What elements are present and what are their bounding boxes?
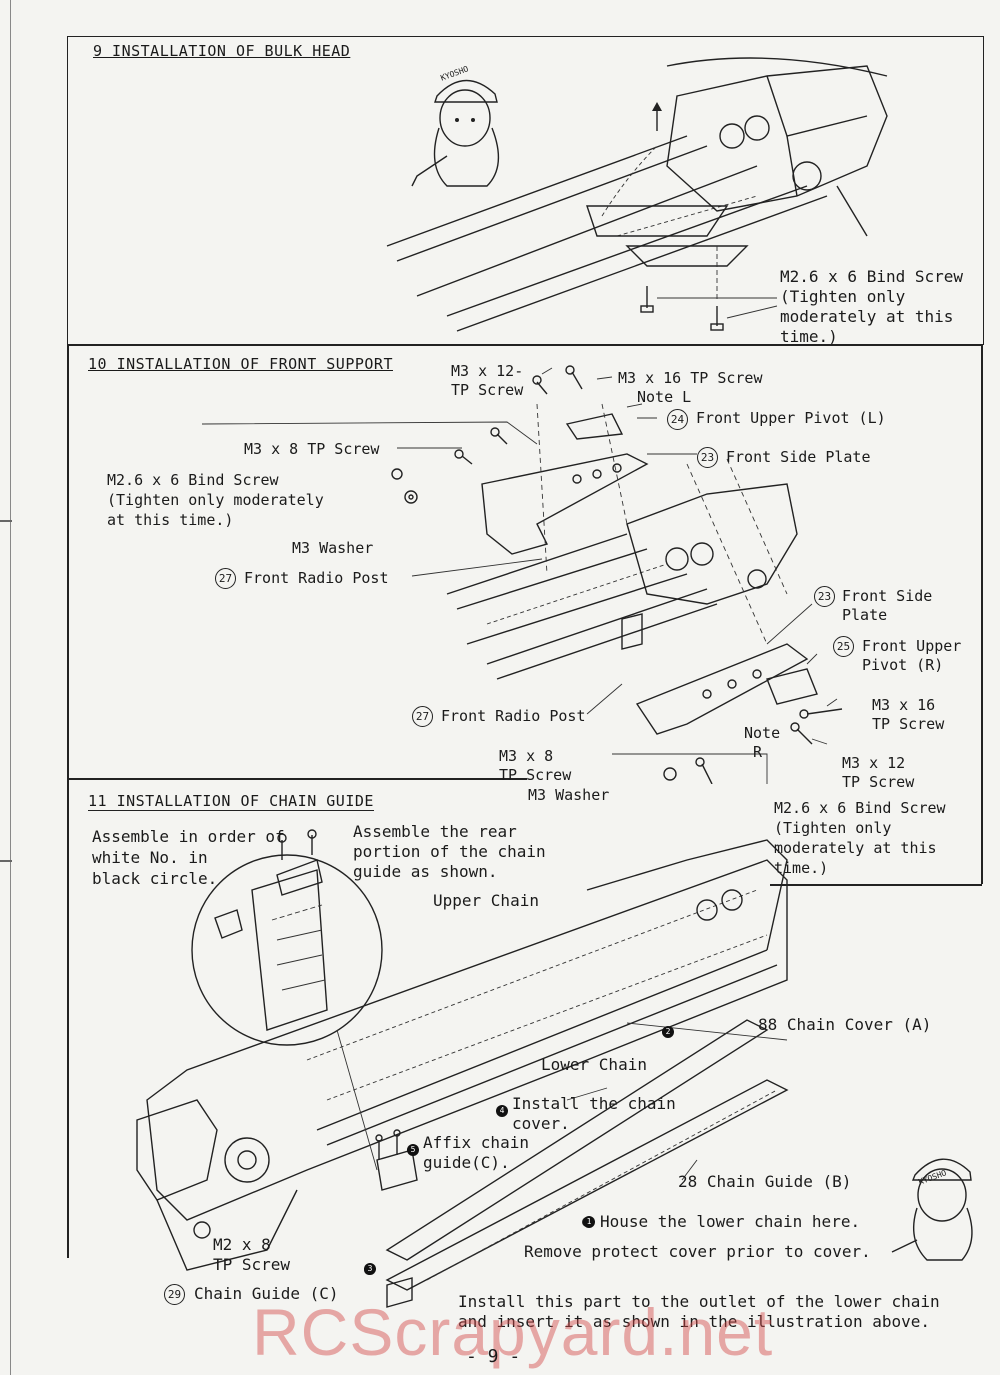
section-11-heading: 11 INSTALLATION OF CHAIN GUIDE [88,792,374,811]
watermark: RCScrapyard.net [252,1295,774,1369]
front-radio-post-bottom-label: Front Radio Post [441,707,586,725]
screw-1 [640,286,654,313]
bulkhead-diagram [386,57,888,332]
m3x12-right-label: M3 x 12 TP Screw [842,754,915,791]
left-border-10 [67,344,69,784]
install-cover-label: Install the chain cover. [512,1094,676,1133]
divider-10-11-right [770,884,982,886]
left-border-11 [67,778,69,1258]
mascot-figure-bottom [891,1158,973,1261]
divider-10-11 [67,778,527,780]
install-part-label: Install this part to the outlet of the l… [458,1292,940,1331]
binding-edge [10,0,11,1375]
mascot-figure-top [411,79,500,187]
divider-9-10 [67,344,982,346]
section-10-heading: 10 INSTALLATION OF FRONT SUPPORT [88,355,393,373]
callout-27-top: 27 [215,568,236,589]
front-side-plate-right-label: Front Side Plate [842,587,933,624]
assemble-order-label: Assemble in order of white No. in black … [92,827,285,888]
step-3-marker: 3 [364,1263,376,1275]
m3x8-top-label: M3 x 8 TP Screw [244,440,380,458]
callout-24: 24 [667,409,688,430]
screw-2 [710,306,724,331]
bind-screw-left-label: M2.6 x 6 Bind Screw (Tighten only modera… [107,471,324,529]
affix-guide-label: Affix chain guide(C). [423,1133,529,1172]
section-9-heading: 9 INSTALLATION OF BULK HEAD [93,42,351,60]
step-4-marker: 4 [496,1105,508,1117]
callout-25: 25 [833,636,854,657]
assemble-rear-label: Assemble the rear portion of the chain g… [353,822,546,881]
chain-guide-c-label: Chain Guide (C) [194,1284,339,1303]
front-side-plate-top-label: Front Side Plate [726,448,871,466]
note-r-label: Note R [744,724,781,761]
step-2-marker: 2 [662,1026,674,1038]
right-border-10 [981,344,983,884]
callout-23-right: 23 [814,586,835,607]
lower-chain-label: Lower Chain [541,1055,647,1074]
m3x12-top-label: M3 x 12- TP Screw [451,362,524,399]
front-upper-pivot-l-label: Front Upper Pivot (L) [696,409,886,427]
front-upper-pivot-r-label: Front Upper Pivot (R) [862,637,962,674]
m3x16-right-label: M3 x 16 TP Screw [872,696,945,733]
chain-guide-diagram [136,829,973,1308]
binding-mark-1 [0,520,12,522]
m3-washer-top-label: M3 Washer [292,539,374,557]
callout-29: 29 [164,1284,185,1305]
bind-screw-right-label: M2.6 x 6 Bind Screw (Tighten only modera… [774,799,946,877]
chain-guide-b-label: 28 Chain Guide (B) [678,1172,852,1191]
section-9-frame [67,36,984,345]
bulkhead-bind-screw-label: M2.6 x 6 Bind Screw (Tighten only modera… [780,267,964,346]
callout-27-bottom: 27 [412,706,433,727]
chain-cover-a-label: 88 Chain Cover (A) [758,1015,932,1034]
house-lower-label: House the lower chain here. [600,1212,861,1231]
callout-23-top: 23 [697,447,718,468]
upper-chain-label: Upper Chain [433,891,539,910]
step-5-marker: 5 [407,1144,419,1156]
page-number: - 9 - [466,1346,521,1367]
step-1-marker: 1 [583,1216,595,1228]
note-l-label: Note L [637,388,692,406]
m3x8-bottom-label: M3 x 8 TP Screw [499,747,572,784]
front-radio-post-top-label: Front Radio Post [244,569,389,587]
m3x16-top-label: M3 x 16 TP Screw [618,369,763,387]
m2x8-label: M2 x 8 TP Screw [213,1235,291,1274]
remove-protect-label: Remove protect cover prior to cover. [524,1242,871,1261]
m3-washer-bottom-label: M3 Washer [528,786,610,804]
front-support-diagram [201,365,843,784]
binding-mark-2 [0,860,12,862]
